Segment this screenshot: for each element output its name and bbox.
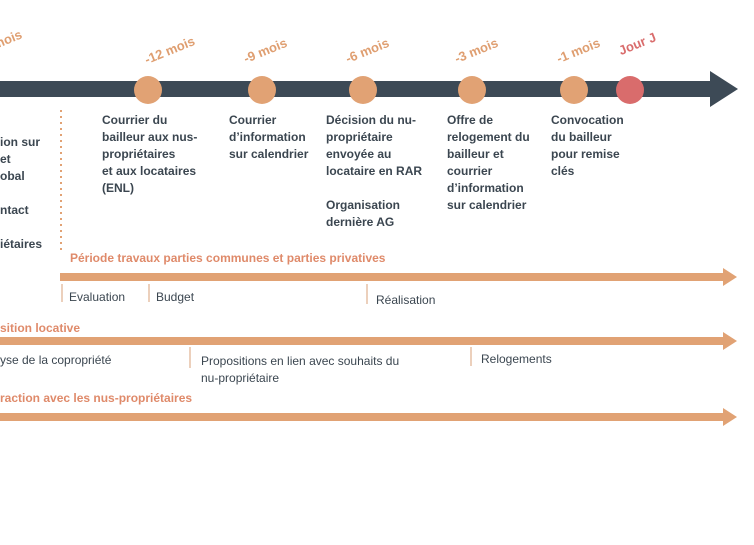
deadline-dot xyxy=(616,76,644,104)
band-arrowhead-transition xyxy=(723,332,737,350)
subperiod-analyse: yse de la copropriété xyxy=(0,353,112,367)
milestone-description: Offre de relogement du bailleur et courr… xyxy=(447,113,530,212)
milestone-description: Courrier du bailleur aux nus- propriétai… xyxy=(102,113,198,195)
band-arrow-travaux xyxy=(60,273,725,281)
subperiod-propositions: Propositions en lien avec souhaits du nu… xyxy=(201,354,400,385)
milestone-description: Courrier d’information sur calendrier xyxy=(229,113,309,161)
band-title-interaction: raction avec les nus-propriétaires xyxy=(0,391,193,405)
subperiod-relogements: Relogements xyxy=(481,352,552,366)
band-title-travaux: Période travaux parties communes et part… xyxy=(70,251,386,265)
subperiod-budget: Budget xyxy=(156,290,195,304)
subperiod-evaluation: Evaluation xyxy=(69,290,126,304)
milestone-dot xyxy=(248,76,276,104)
band-title-transition: sition locative xyxy=(0,321,81,335)
band-arrow-interaction xyxy=(0,413,725,421)
band-arrowhead-travaux xyxy=(723,268,737,286)
milestone-dot xyxy=(560,76,588,104)
band-arrowhead-interaction xyxy=(723,408,737,426)
timeline-arrowhead xyxy=(710,71,738,107)
milestone-description: Convocation du bailleur pour remise clés xyxy=(551,113,624,178)
milestone-dot xyxy=(134,76,162,104)
milestone-description: Décision du nu- propriétaire envoyée au … xyxy=(326,113,423,229)
subperiod-realisation: Réalisation xyxy=(376,293,436,307)
left-cut-description: ion sur et obal ntact iétaires xyxy=(0,135,43,251)
milestone-dot xyxy=(458,76,486,104)
milestone-dot xyxy=(349,76,377,104)
band-arrow-transition xyxy=(0,337,725,345)
